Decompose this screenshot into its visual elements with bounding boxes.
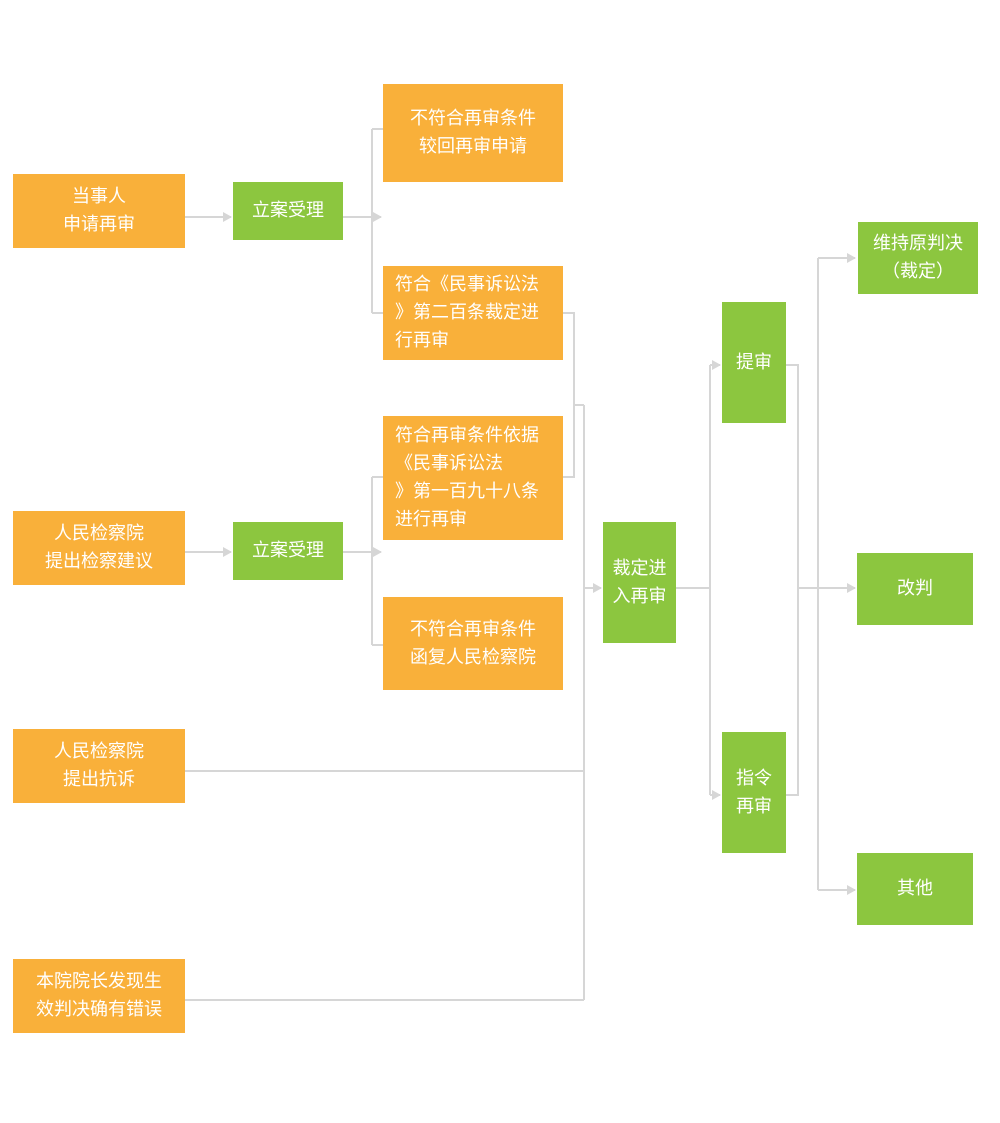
node-line: 其他 bbox=[897, 878, 933, 899]
node-line: 指令 bbox=[736, 767, 772, 789]
node-line: 当事人 bbox=[72, 186, 126, 207]
node-line: 再审 bbox=[736, 795, 772, 817]
node-meets-art-200: 符合《民事诉讼法 》第二百条裁定进 行再审 bbox=[383, 266, 563, 360]
node-line: 申请再审 bbox=[63, 214, 135, 235]
node-line: 维持原判决 bbox=[873, 233, 963, 254]
node-line: 提审 bbox=[736, 351, 772, 373]
node-revise-judgment: 改判 bbox=[857, 553, 973, 625]
node-line: 本院院长发现生 bbox=[36, 971, 162, 992]
node-line: 不符合再审条件 bbox=[410, 108, 536, 129]
node-filing-1: 立案受理 bbox=[233, 182, 343, 240]
node-line: 提出检察建议 bbox=[45, 551, 153, 572]
node-bring-up-trial: 提审 bbox=[722, 302, 786, 423]
node-line: 效判决确有错误 bbox=[36, 999, 162, 1020]
node-line: 入再审 bbox=[612, 585, 667, 607]
node-line: 较回再审申请 bbox=[419, 136, 527, 157]
node-line: 立案受理 bbox=[252, 540, 324, 561]
node-line: 》第一百九十八条 bbox=[395, 481, 539, 502]
node-line: 行再审 bbox=[395, 330, 449, 351]
node-uphold-judgment: 维持原判决 （裁定） bbox=[858, 222, 978, 294]
node-procuratorate-protest: 人民检察院 提出抗诉 bbox=[13, 729, 185, 803]
node-line: 人民检察院 bbox=[54, 741, 144, 762]
node-line: 提出抗诉 bbox=[63, 769, 135, 790]
node-line: 不符合再审条件 bbox=[410, 618, 536, 640]
node-reply-procuratorate: 不符合再审条件 函复人民检察院 bbox=[383, 597, 563, 690]
node-line: （裁定） bbox=[882, 261, 954, 282]
node-party-apply: 当事人 申请再审 bbox=[13, 174, 185, 248]
node-filing-2: 立案受理 bbox=[233, 522, 343, 580]
node-line: 人民检察院 bbox=[54, 523, 144, 544]
node-line: 《民事诉讼法 bbox=[395, 453, 503, 474]
node-line: 》第二百条裁定进 bbox=[395, 302, 539, 323]
node-line: 符合《民事诉讼法 bbox=[395, 274, 539, 295]
node-line: 符合再审条件依据 bbox=[395, 425, 539, 446]
node-president-finds-error: 本院院长发现生 效判决确有错误 bbox=[13, 959, 185, 1033]
node-procuratorate-suggest: 人民检察院 提出检察建议 bbox=[13, 511, 185, 585]
node-line: 进行再审 bbox=[395, 509, 467, 530]
node-line: 裁定进 bbox=[612, 557, 667, 579]
node-line: 函复人民检察院 bbox=[410, 646, 536, 668]
node-meets-art-198: 符合再审条件依据 《民事诉讼法 》第一百九十八条 进行再审 bbox=[383, 416, 563, 540]
node-directed-retrial: 指令 再审 bbox=[722, 732, 786, 853]
node-reject-application: 不符合再审条件 较回再审申请 bbox=[383, 84, 563, 182]
node-line: 改判 bbox=[897, 578, 933, 599]
node-other: 其他 bbox=[857, 853, 973, 925]
node-line: 立案受理 bbox=[252, 200, 324, 221]
node-ruling-retrial: 裁定进 入再审 bbox=[603, 522, 676, 643]
